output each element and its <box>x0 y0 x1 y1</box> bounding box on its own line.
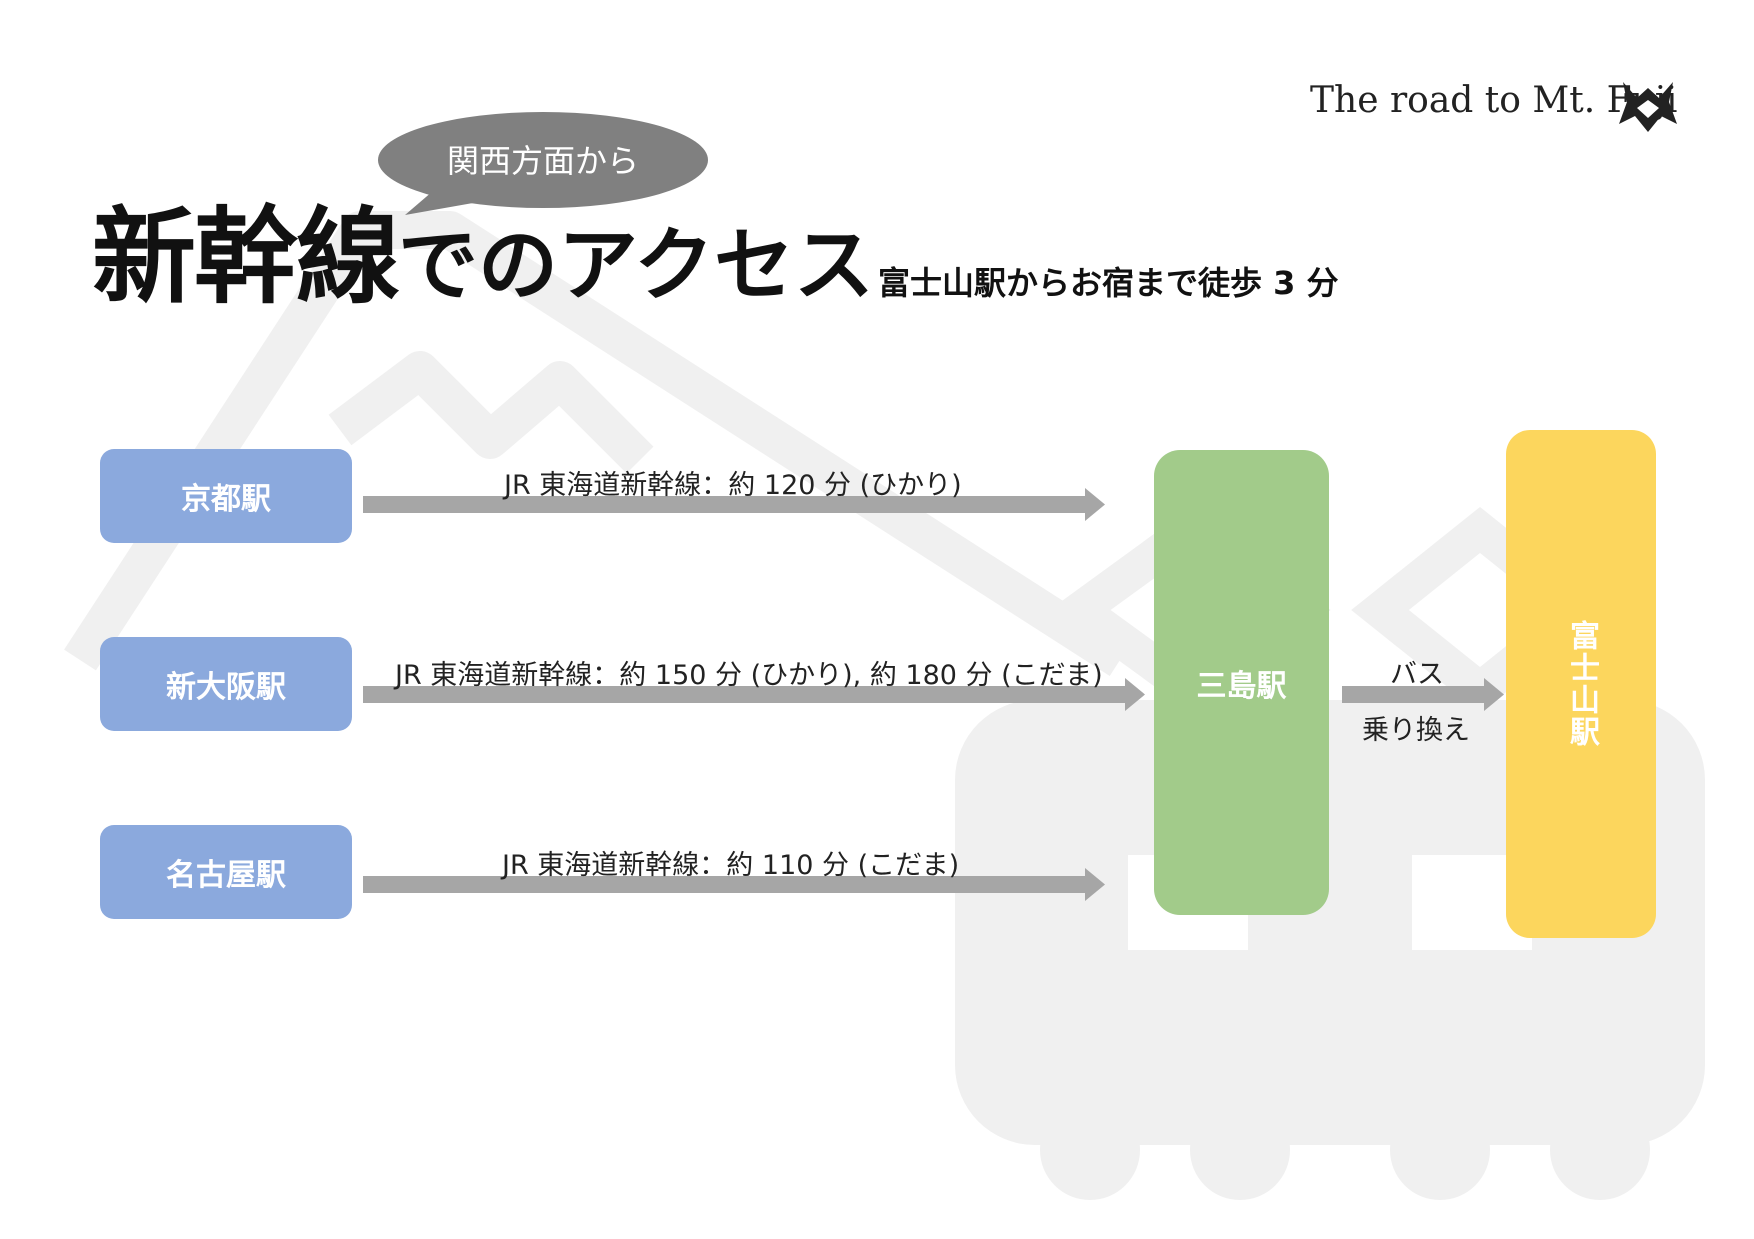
station-kyoto: 京都駅 <box>100 449 352 543</box>
station-nagoya: 名古屋駅 <box>100 825 352 919</box>
samurai-helmet-icon <box>1619 82 1677 132</box>
station-mishima: 三島駅 <box>1154 450 1329 915</box>
mountain-watermark <box>64 211 1131 676</box>
page-title: 新幹線でのアクセス <box>92 205 874 309</box>
title-rest: でのアクセス <box>398 219 875 312</box>
bus-label: バス <box>1390 659 1444 690</box>
arrow-kyoto <box>363 488 1105 521</box>
title-main: 新幹線 <box>92 196 400 318</box>
route-label-kyoto: JR 東海道新幹線：約 120 分 (ひかり) <box>504 470 962 501</box>
speech-bubble <box>378 112 708 215</box>
route-label-nagoya: JR 東海道新幹線：約 110 分 (こだま) <box>502 850 960 881</box>
arrow-shin-osaka <box>363 678 1145 711</box>
station-fujisan-label: 富士山駅 <box>1564 620 1599 748</box>
region-bubble-text: 関西方面から <box>446 142 639 180</box>
brand-name: The road to Mt. Fuji <box>1310 80 1678 121</box>
route-label-shin-osaka: JR 東海道新幹線：約 150 分 (ひかり), 約 180 分 (こだま) <box>395 660 1103 691</box>
arrow-bus <box>1342 678 1504 711</box>
arrow-nagoya <box>363 868 1105 901</box>
station-shin-osaka: 新大阪駅 <box>100 637 352 731</box>
transfer-note: 乗り換え <box>1362 715 1470 746</box>
station-fujisan: 富士山駅 <box>1506 430 1656 938</box>
page-subtitle: 富士山駅からお宿まで徒歩 3 分 <box>878 264 1339 302</box>
